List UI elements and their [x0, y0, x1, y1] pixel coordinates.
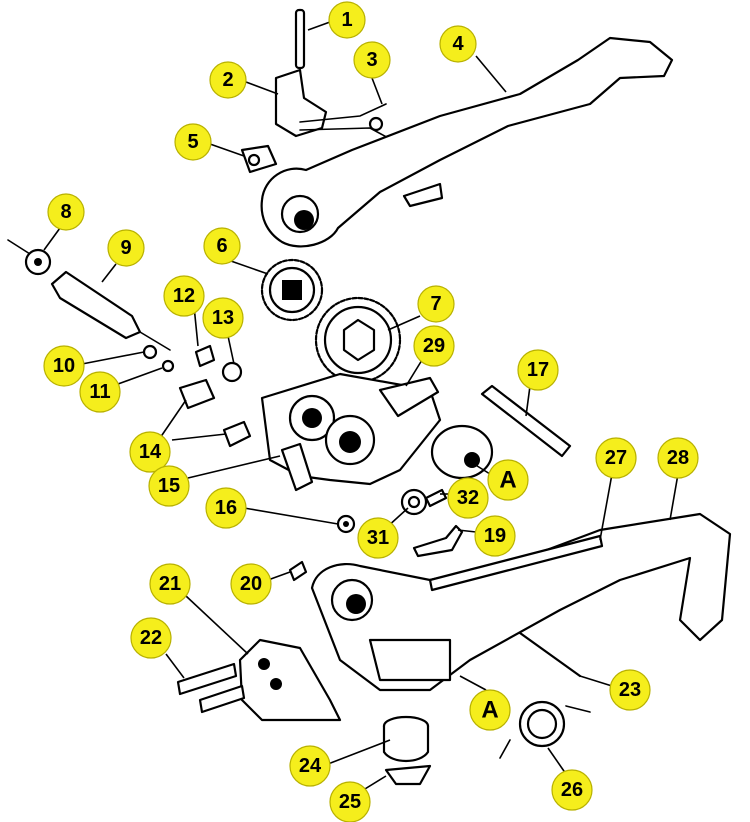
svg-text:A: A — [481, 697, 498, 724]
svg-text:2: 2 — [222, 69, 233, 91]
callout-1: 1 — [328, 1, 366, 39]
callout-16: 16 — [205, 487, 247, 529]
svg-text:10: 10 — [53, 355, 75, 377]
svg-text:16: 16 — [215, 497, 237, 519]
part-17-pin — [480, 384, 572, 458]
svg-text:22: 22 — [140, 627, 162, 649]
part-2-pawl — [274, 68, 328, 138]
svg-text:32: 32 — [457, 487, 479, 509]
callout-14: 14 — [129, 431, 171, 473]
part-25-clip — [384, 764, 432, 786]
svg-text:23: 23 — [619, 679, 641, 701]
callout-4: 4 — [439, 25, 477, 63]
svg-text:1: 1 — [341, 9, 352, 31]
part-32-spring — [424, 488, 448, 508]
part-10-screw — [142, 344, 158, 360]
svg-text:7: 7 — [430, 293, 441, 315]
callout-17: 17 — [517, 349, 559, 391]
part-4-top-lever — [260, 36, 674, 248]
callout-21: 21 — [149, 563, 191, 605]
svg-text:31: 31 — [367, 527, 389, 549]
part-21-gripper — [238, 638, 342, 722]
callout-A-upper: A — [487, 459, 529, 501]
callout-10: 10 — [43, 345, 85, 387]
svg-text:8: 8 — [60, 201, 71, 223]
callout-22: 22 — [130, 617, 172, 659]
part-8-nut — [7, 239, 52, 276]
callout-31: 31 — [357, 517, 399, 559]
part-27-28-bottom-handle — [310, 512, 732, 692]
svg-text:14: 14 — [139, 441, 162, 463]
part-20-pin — [288, 560, 308, 582]
part-12-spring — [194, 344, 216, 368]
callout-19: 19 — [474, 515, 516, 557]
part-5-cam — [240, 144, 278, 174]
svg-text:13: 13 — [212, 307, 234, 329]
part-16-set-screw — [336, 514, 356, 534]
part-6-pinion — [260, 258, 324, 322]
callout-13: 13 — [202, 297, 244, 339]
svg-text:21: 21 — [159, 573, 181, 595]
part-11-washer — [161, 359, 175, 373]
svg-text:3: 3 — [366, 49, 377, 71]
part-3-spring — [299, 103, 393, 141]
callout-A-lower: A — [469, 689, 511, 731]
svg-text:29: 29 — [423, 335, 445, 357]
part-19-lever — [412, 524, 464, 558]
callout-32: 32 — [447, 477, 489, 519]
svg-text:11: 11 — [89, 381, 110, 403]
part-7-gear — [314, 296, 402, 384]
callout-24: 24 — [289, 745, 331, 787]
callout-2: 2 — [209, 61, 247, 99]
callout-15: 15 — [148, 465, 190, 507]
svg-text:17: 17 — [527, 359, 549, 381]
part-1-pin — [294, 8, 306, 70]
svg-text:20: 20 — [240, 573, 262, 595]
callout-23: 23 — [609, 669, 651, 711]
part-14-bushings — [178, 378, 252, 448]
callout-7: 7 — [417, 285, 455, 323]
svg-text:26: 26 — [561, 779, 583, 801]
svg-text:A: A — [499, 467, 516, 494]
part-13-washer — [221, 361, 243, 383]
part-22-bolts — [176, 662, 246, 714]
callout-5: 5 — [174, 123, 212, 161]
callout-3: 3 — [353, 41, 391, 79]
callout-25: 25 — [329, 781, 371, 822]
svg-text:9: 9 — [120, 237, 131, 259]
svg-text:12: 12 — [173, 285, 195, 307]
svg-text:24: 24 — [299, 755, 322, 777]
svg-text:28: 28 — [667, 447, 689, 469]
callout-11: 11 — [79, 371, 121, 413]
svg-text:25: 25 — [339, 791, 361, 813]
callout-27: 27 — [595, 437, 637, 479]
part-26-spring — [499, 700, 591, 759]
svg-text:5: 5 — [187, 131, 198, 153]
svg-text:15: 15 — [158, 475, 180, 497]
part-24-plug — [382, 715, 430, 763]
svg-text:27: 27 — [605, 447, 627, 469]
part-9-shaft — [50, 270, 171, 351]
callout-29: 29 — [413, 325, 455, 367]
part-31-washer — [400, 488, 428, 516]
callout-6: 6 — [203, 227, 241, 265]
callout-12: 12 — [163, 275, 205, 317]
svg-text:6: 6 — [216, 235, 227, 257]
callout-20: 20 — [230, 563, 272, 605]
svg-text:4: 4 — [452, 33, 464, 55]
callout-9: 9 — [107, 229, 145, 267]
svg-text:19: 19 — [484, 525, 506, 547]
callout-28: 28 — [657, 437, 699, 479]
part-29-cover-plate — [378, 376, 440, 418]
callout-8: 8 — [47, 193, 85, 231]
callout-26: 26 — [551, 769, 593, 811]
